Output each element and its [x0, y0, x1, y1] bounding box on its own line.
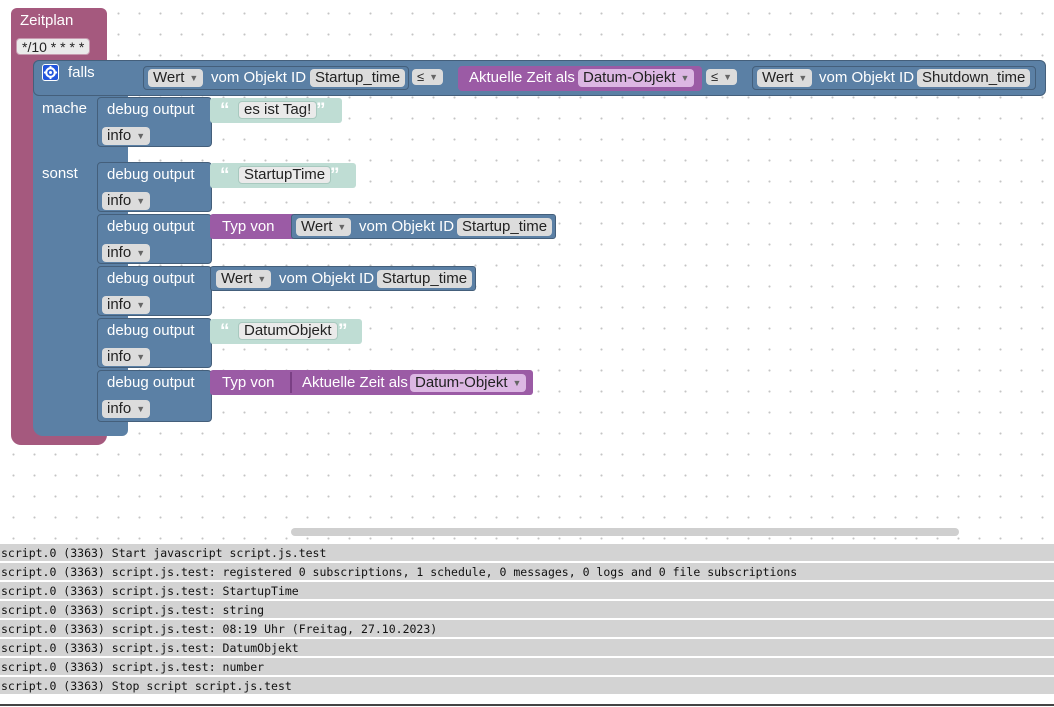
debug-output-label: debug output — [107, 166, 195, 183]
cron-value: */10 * * * * — [22, 38, 85, 55]
value-prop-dropdown[interactable]: Wert ▼ — [296, 218, 352, 236]
condition-left-object-id[interactable]: Startup_time — [310, 69, 406, 87]
debug-level-dropdown[interactable]: info ▼ — [102, 296, 151, 314]
debug-level-dropdown[interactable]: info ▼ — [102, 244, 151, 262]
gear-icon-shape — [43, 65, 58, 80]
compare-operator-1[interactable]: ≤ ▼ — [412, 69, 444, 85]
date-format-dropdown[interactable]: Datum-Objekt ▼ — [410, 374, 527, 392]
quote-open-icon: “ — [220, 165, 230, 186]
dropdown-arrow-icon: ▼ — [680, 73, 690, 83]
dropdown-arrow-icon: ▼ — [723, 72, 733, 82]
object-id-label: vom Objekt ID — [279, 270, 375, 287]
condition-right-object-id[interactable]: Shutdown_time — [917, 69, 1031, 87]
log-row: script.0 (3363) Start javascript script.… — [0, 544, 1054, 562]
date-format-dropdown[interactable]: Datum-Objekt ▼ — [578, 69, 695, 87]
value-prop-dropdown[interactable]: Wert ▼ — [216, 270, 272, 288]
condition-left-prop-dropdown[interactable]: Wert ▼ — [148, 69, 204, 87]
condition-right-prop-dropdown[interactable]: Wert ▼ — [757, 69, 813, 87]
sonst-label: sonst — [42, 165, 78, 182]
debug-output-label: debug output — [107, 101, 195, 118]
debug-output-label: debug output — [107, 270, 195, 287]
log-row: script.0 (3363) script.js.test: 08:19 Uh… — [0, 620, 1054, 638]
log-row: script.0 (3363) Stop script script.js.te… — [0, 677, 1054, 695]
log-row: script.0 (3363) script.js.test: register… — [0, 563, 1054, 581]
dropdown-arrow-icon: ▼ — [512, 378, 522, 388]
condition-left-object-label: vom Objekt ID — [211, 69, 307, 86]
quote-close-icon: ” — [316, 100, 326, 121]
current-time-label: Aktuelle Zeit als — [469, 69, 575, 86]
schedule-title: Zeitplan — [20, 12, 74, 29]
object-id-label: vom Objekt ID — [359, 218, 455, 235]
dropdown-arrow-icon: ▼ — [337, 222, 347, 232]
quote-open-icon: “ — [220, 321, 230, 342]
debug-output-label: debug output — [107, 374, 195, 391]
object-id-field[interactable]: Startup_time — [377, 270, 473, 288]
log-row: script.0 (3363) script.js.test: string — [0, 601, 1054, 619]
quote-close-icon: ” — [330, 165, 340, 186]
dropdown-arrow-icon: ▼ — [798, 73, 808, 83]
blockly-workspace[interactable]: Zeitplan */10 * * * * falls mache sonst … — [0, 0, 1054, 540]
mache-label: mache — [42, 100, 88, 117]
log-row: script.0 (3363) script.js.test: DatumObj… — [0, 639, 1054, 657]
condition-right-object-label: vom Objekt ID — [819, 69, 915, 86]
current-time-divider — [290, 372, 292, 393]
dropdown-arrow-icon: ▼ — [136, 404, 146, 414]
debug-level-dropdown[interactable]: info ▼ — [102, 348, 151, 366]
log-panel: script.0 (3363) Start javascript script.… — [0, 540, 1054, 707]
dropdown-arrow-icon: ▼ — [189, 73, 199, 83]
current-time-label: Aktuelle Zeit als — [302, 374, 408, 391]
dropdown-arrow-icon: ▼ — [136, 196, 146, 206]
dropdown-arrow-icon: ▼ — [136, 300, 146, 310]
dropdown-arrow-icon: ▼ — [136, 248, 146, 258]
cron-field[interactable]: */10 * * * * — [16, 38, 91, 55]
object-id-field[interactable]: Startup_time — [457, 218, 553, 236]
horizontal-scrollbar[interactable] — [291, 528, 959, 536]
quote-close-icon: ” — [338, 321, 348, 342]
text-value-2[interactable]: StartupTime — [238, 166, 332, 184]
dropdown-arrow-icon: ▼ — [429, 72, 439, 82]
typeof-label: Typ von — [222, 374, 275, 391]
text-value-3[interactable]: DatumObjekt — [238, 322, 338, 340]
debug-output-label: debug output — [107, 322, 195, 339]
falls-label: falls — [68, 64, 95, 81]
dropdown-arrow-icon: ▼ — [136, 131, 146, 141]
debug-level-dropdown[interactable]: info ▼ — [102, 400, 151, 418]
quote-open-icon: “ — [220, 100, 230, 121]
log-row: script.0 (3363) script.js.test: number — [0, 658, 1054, 676]
compare-operator-2[interactable]: ≤ ▼ — [706, 69, 738, 85]
log-row: script.0 (3363) script.js.test: StartupT… — [0, 582, 1054, 600]
typeof-block-1[interactable] — [210, 214, 296, 239]
dropdown-arrow-icon: ▼ — [136, 352, 146, 362]
debug-output-label: debug output — [107, 218, 195, 235]
gear-icon[interactable] — [42, 64, 59, 81]
log-bottom-border — [0, 704, 1054, 706]
debug-level-dropdown[interactable]: info ▼ — [102, 127, 151, 145]
dropdown-arrow-icon: ▼ — [257, 274, 267, 284]
typeof-label: Typ von — [222, 218, 275, 235]
debug-level-dropdown[interactable]: info ▼ — [102, 192, 151, 210]
text-value-1[interactable]: es ist Tag! — [238, 101, 318, 119]
